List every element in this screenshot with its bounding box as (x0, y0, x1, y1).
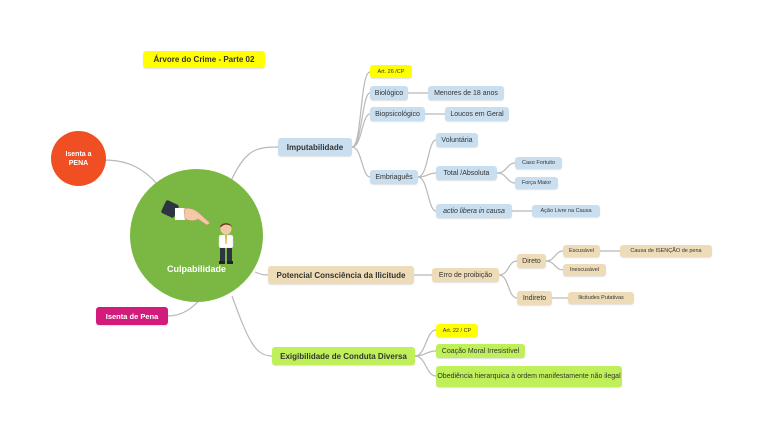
forca-maior-node[interactable]: Força Maior (515, 177, 558, 189)
loucos-em-geral-node[interactable]: Loucos em Geral (445, 107, 509, 121)
biopsicologico-node[interactable]: Biopsicológico (370, 107, 425, 121)
isenta-a-pena-label: Isenta a PENA (65, 150, 92, 167)
causa-isencao-pena-node[interactable]: Causa de ISENÇÃO de pena (620, 245, 712, 257)
escusavel-node[interactable]: Escusável (563, 245, 600, 257)
erro-de-proibicao-node[interactable]: Erro de proibição (432, 268, 499, 282)
ilicitudes-putativas-node[interactable]: Ilicitudes Putativas (568, 292, 634, 304)
isenta-de-pena-node[interactable]: Isenta de Pena (96, 307, 168, 325)
isenta-a-pena-node[interactable]: Isenta a PENA (51, 131, 106, 186)
obediencia-hierarquica-node[interactable]: Obediência hierarquica à ordem manifesta… (436, 366, 622, 387)
art-26-cp-node[interactable]: Art. 26 /CP (370, 65, 412, 78)
pointing-hand-icon (161, 200, 211, 226)
menores-18-anos-node[interactable]: Menores de 18 anos (428, 86, 504, 100)
total-absoluta-node[interactable]: Total /Absoluta (436, 166, 497, 180)
actio-libera-in-causa-node[interactable]: actio libera in causa (436, 204, 512, 218)
central-topic-culpabilidade[interactable]: Culpabilidade (130, 169, 263, 302)
potencial-consciencia-node[interactable]: Potencial Consciência da Ilicitude (268, 266, 414, 284)
coacao-moral-irresistivel-node[interactable]: Coação Moral Irresistível (436, 344, 525, 358)
caso-fortuito-node[interactable]: Caso Fortuito (515, 157, 562, 169)
imputabilidade-node[interactable]: Imputabilidade (278, 138, 352, 156)
indireto-node[interactable]: Indireto (517, 291, 552, 305)
voluntaria-node[interactable]: Voluntária (436, 133, 478, 147)
map-title: Árvore do Crime - Parte 02 (143, 51, 265, 68)
central-topic-label: Culpabilidade (166, 264, 226, 274)
person-icon (218, 223, 234, 264)
exigibilidade-conduta-diversa-node[interactable]: Exigibilidade de Conduta Diversa (272, 347, 415, 365)
biologico-node[interactable]: Biológico (370, 86, 408, 100)
direto-node[interactable]: Direto (517, 254, 546, 268)
acao-livre-na-causa-node[interactable]: Ação Livre na Causa (532, 205, 600, 217)
art-22-cp-node[interactable]: Art. 22 / CP (436, 324, 478, 337)
inescusavel-node[interactable]: Inescusável (563, 264, 606, 276)
embriaguez-node[interactable]: Embriaguês (370, 170, 418, 184)
